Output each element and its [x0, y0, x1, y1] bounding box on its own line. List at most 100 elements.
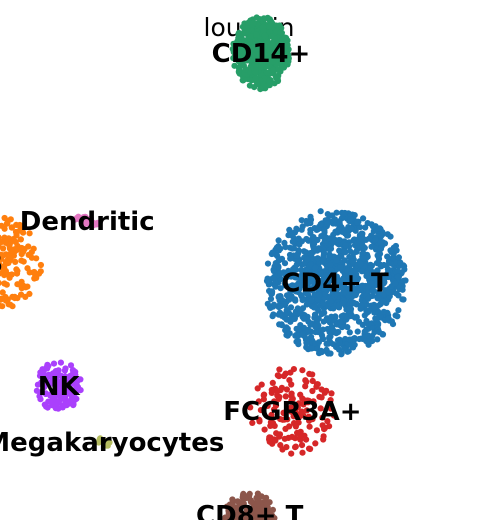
cell-point: [324, 211, 331, 218]
cell-point: [37, 389, 44, 396]
cell-point: [1, 214, 8, 222]
cell-point: [250, 19, 257, 26]
cell-point: [44, 404, 51, 411]
cell-point: [25, 243, 32, 250]
cell-point: [368, 280, 375, 287]
cell-point: [37, 261, 45, 269]
cell-point: [275, 66, 282, 74]
cell-point: [318, 394, 325, 401]
cell-point: [246, 82, 253, 89]
cell-point: [266, 436, 273, 443]
cell-point: [265, 506, 272, 513]
cell-point: [384, 270, 391, 277]
cell-point: [374, 295, 381, 302]
cell-point: [289, 266, 297, 273]
cell-point: [342, 242, 349, 249]
cell-point: [55, 405, 62, 412]
cell-point: [240, 517, 247, 520]
cell-point: [257, 508, 264, 516]
cell-point: [307, 261, 314, 268]
cell-point: [282, 244, 289, 251]
cell-point: [366, 235, 373, 242]
cell-point: [385, 289, 392, 296]
cell-point: [298, 217, 305, 224]
cell-point: [18, 257, 25, 264]
cell-point: [308, 345, 315, 352]
cell-point: [364, 339, 372, 346]
cell-point: [327, 405, 334, 412]
cell-point: [368, 243, 375, 250]
cell-point: [369, 332, 376, 340]
cell-point: [294, 404, 301, 411]
cell-point: [284, 273, 291, 280]
cell-point: [304, 220, 311, 227]
cell-point: [367, 265, 374, 272]
cell-point: [252, 61, 259, 68]
cell-point: [341, 289, 348, 296]
cell-point: [71, 216, 78, 223]
cell-point: [305, 326, 312, 333]
cell-point: [56, 387, 63, 394]
cell-point: [255, 515, 262, 520]
cell-point: [264, 260, 272, 267]
cell-point: [348, 282, 355, 289]
cell-point: [296, 241, 303, 248]
cell-point: [17, 236, 24, 243]
cell-point: [230, 55, 237, 62]
cell-point: [31, 268, 38, 276]
cell-point: [261, 32, 268, 39]
cell-point: [286, 377, 293, 384]
cell-point: [320, 257, 327, 264]
cell-point: [355, 235, 362, 242]
cell-point: [242, 66, 249, 73]
cell-point: [268, 513, 275, 520]
cluster-label-fcgr3a: FCGR3A+: [223, 397, 361, 427]
cell-point: [322, 290, 329, 298]
cell-point: [341, 345, 348, 352]
cell-point: [269, 379, 276, 386]
cell-point: [312, 323, 319, 330]
cell-point: [306, 270, 313, 277]
cell-point: [286, 330, 293, 337]
cell-point: [26, 230, 33, 237]
cell-point: [314, 255, 321, 262]
cell-point: [293, 252, 300, 259]
cell-point: [397, 259, 404, 266]
cell-point: [303, 338, 310, 345]
cell-point: [334, 290, 341, 297]
cell-point: [344, 267, 351, 274]
cell-point: [278, 312, 286, 319]
cell-point: [36, 372, 44, 379]
cell-point: [285, 267, 292, 274]
cell-point: [365, 295, 372, 302]
cell-point: [14, 246, 21, 253]
cell-point: [309, 278, 316, 285]
cell-point: [274, 388, 281, 395]
cell-point: [0, 239, 4, 246]
cell-point: [363, 317, 370, 325]
cell-point: [303, 407, 310, 414]
cell-point: [349, 258, 356, 266]
cell-point: [369, 287, 376, 294]
cell-point: [70, 373, 77, 380]
cell-point: [379, 291, 387, 298]
cell-point: [235, 57, 242, 64]
cell-point: [252, 75, 259, 82]
cell-point: [243, 506, 251, 513]
cell-point: [359, 242, 366, 249]
cell-point: [20, 229, 27, 236]
cell-point: [277, 442, 284, 449]
cell-point: [265, 278, 272, 285]
cell-point: [315, 339, 322, 346]
cell-point: [327, 350, 334, 357]
cell-point: [311, 240, 318, 247]
cell-point: [358, 230, 365, 237]
cell-point: [269, 420, 277, 427]
cell-point: [69, 367, 76, 374]
cell-point: [292, 297, 299, 304]
cell-point: [247, 404, 254, 411]
cell-point: [3, 220, 10, 227]
cell-point: [294, 429, 301, 436]
